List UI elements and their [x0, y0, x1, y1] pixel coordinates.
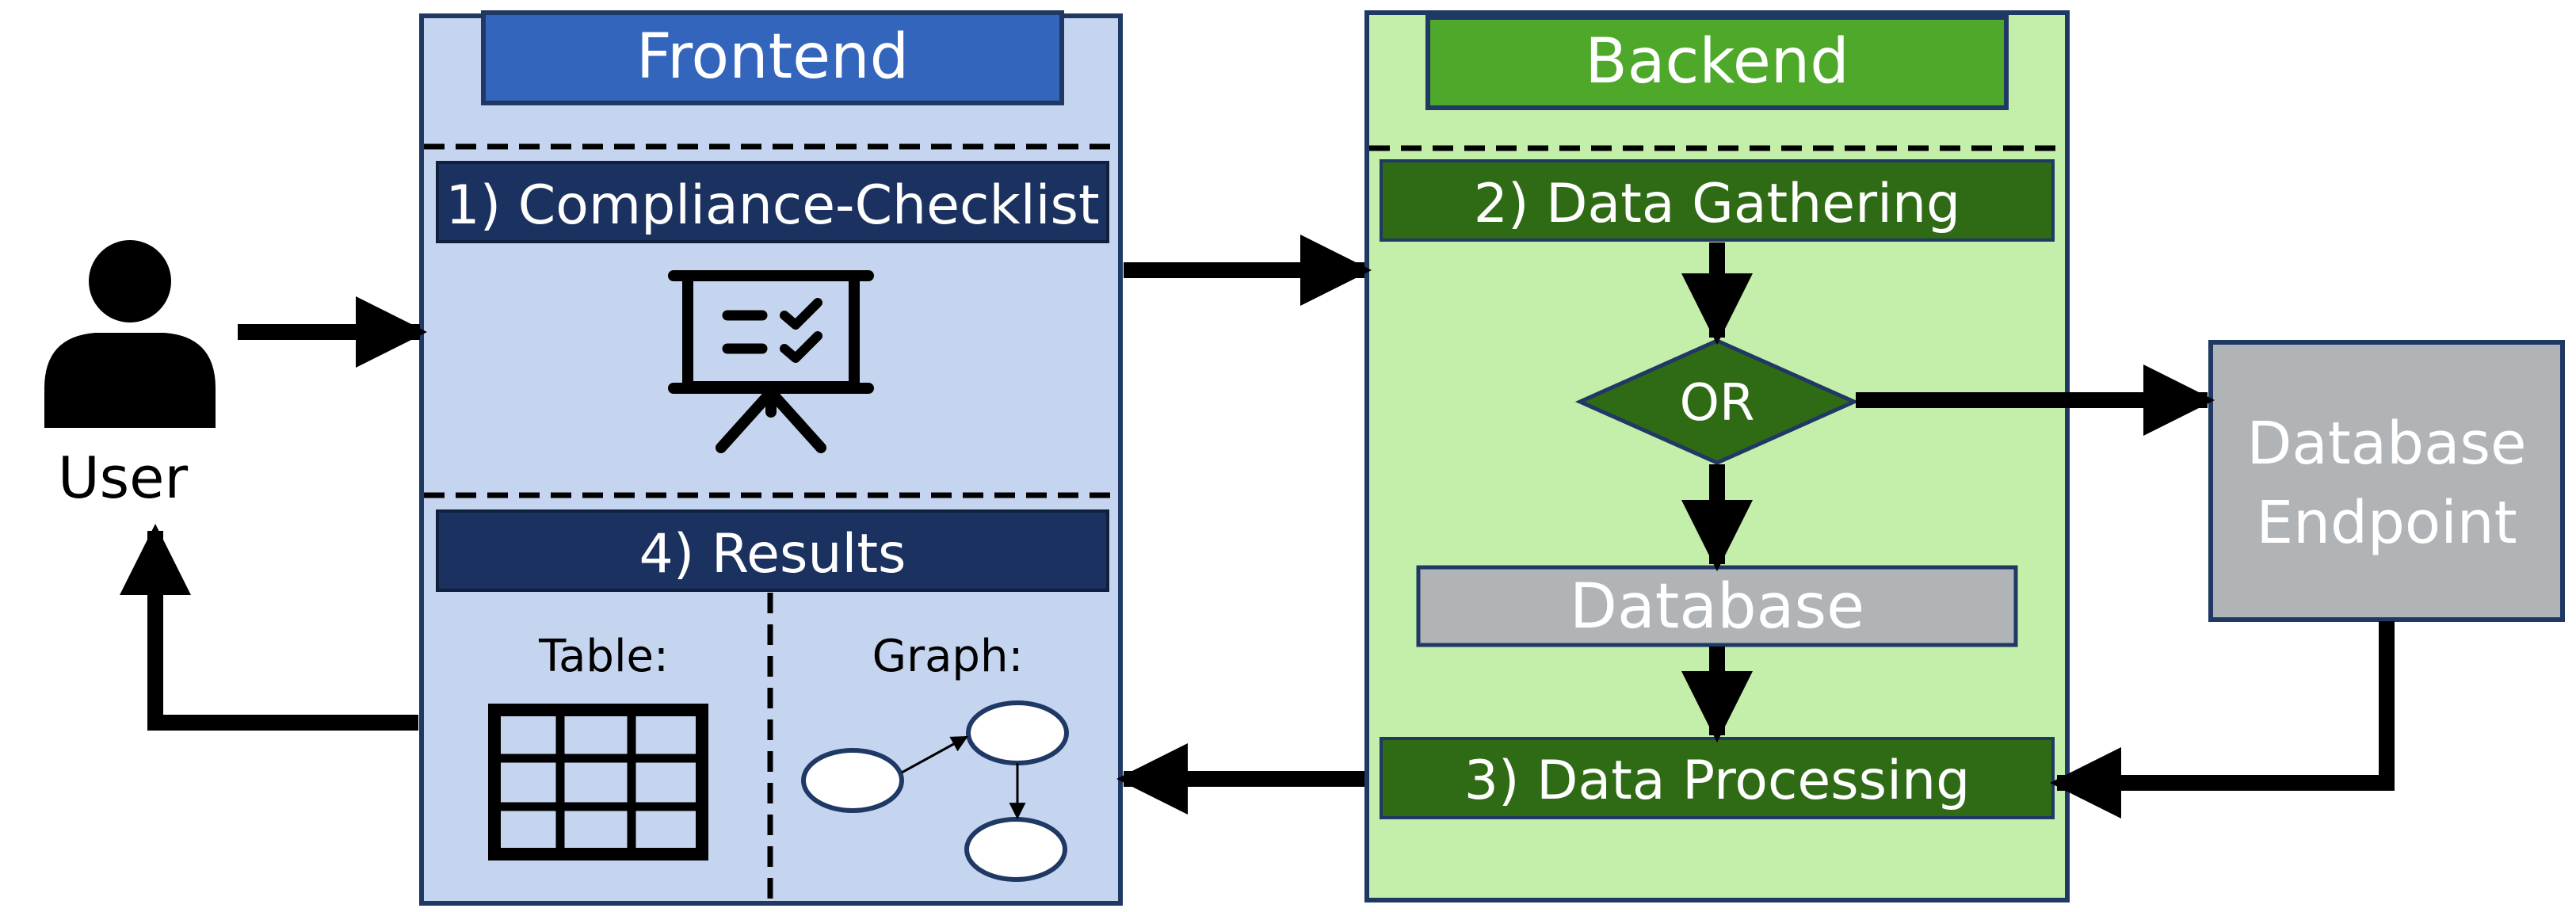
frontend-title: Frontend — [636, 21, 909, 93]
or-decision — [1574, 338, 1860, 465]
results-bar — [436, 509, 1109, 592]
checklist-bar — [436, 161, 1109, 243]
user-icon — [44, 240, 216, 428]
graph-label: Graph: — [872, 631, 1024, 682]
endpoint-label-line2: Endpoint — [2256, 489, 2517, 557]
or-label: OR — [1680, 374, 1755, 433]
frontend-header — [481, 10, 1064, 105]
presentation-checklist-icon — [668, 270, 874, 453]
results-label: 4) Results — [639, 523, 906, 586]
backend-title: Backend — [1585, 26, 1849, 97]
database-label: Database — [1570, 571, 1864, 643]
table-label: Table: — [538, 631, 669, 682]
checklist-label: 1) Compliance-Checklist — [445, 174, 1099, 237]
table-icon — [488, 704, 708, 860]
arrow-frontend-to-user — [120, 524, 418, 731]
arrow-endpoint-to-processing — [2050, 621, 2395, 819]
backend-header — [1425, 15, 2009, 110]
processing-label: 3) Data Processing — [1464, 750, 1971, 812]
gathering-label: 2) Data Gathering — [1474, 173, 1960, 235]
database-box — [1416, 565, 2018, 647]
flow-arrows — [120, 235, 2395, 819]
user-label: User — [58, 445, 189, 511]
database-endpoint-box — [2208, 340, 2565, 622]
gathering-bar — [1380, 159, 2055, 242]
graph-icon — [801, 700, 1069, 882]
endpoint-label-line1: Database — [2246, 410, 2526, 478]
